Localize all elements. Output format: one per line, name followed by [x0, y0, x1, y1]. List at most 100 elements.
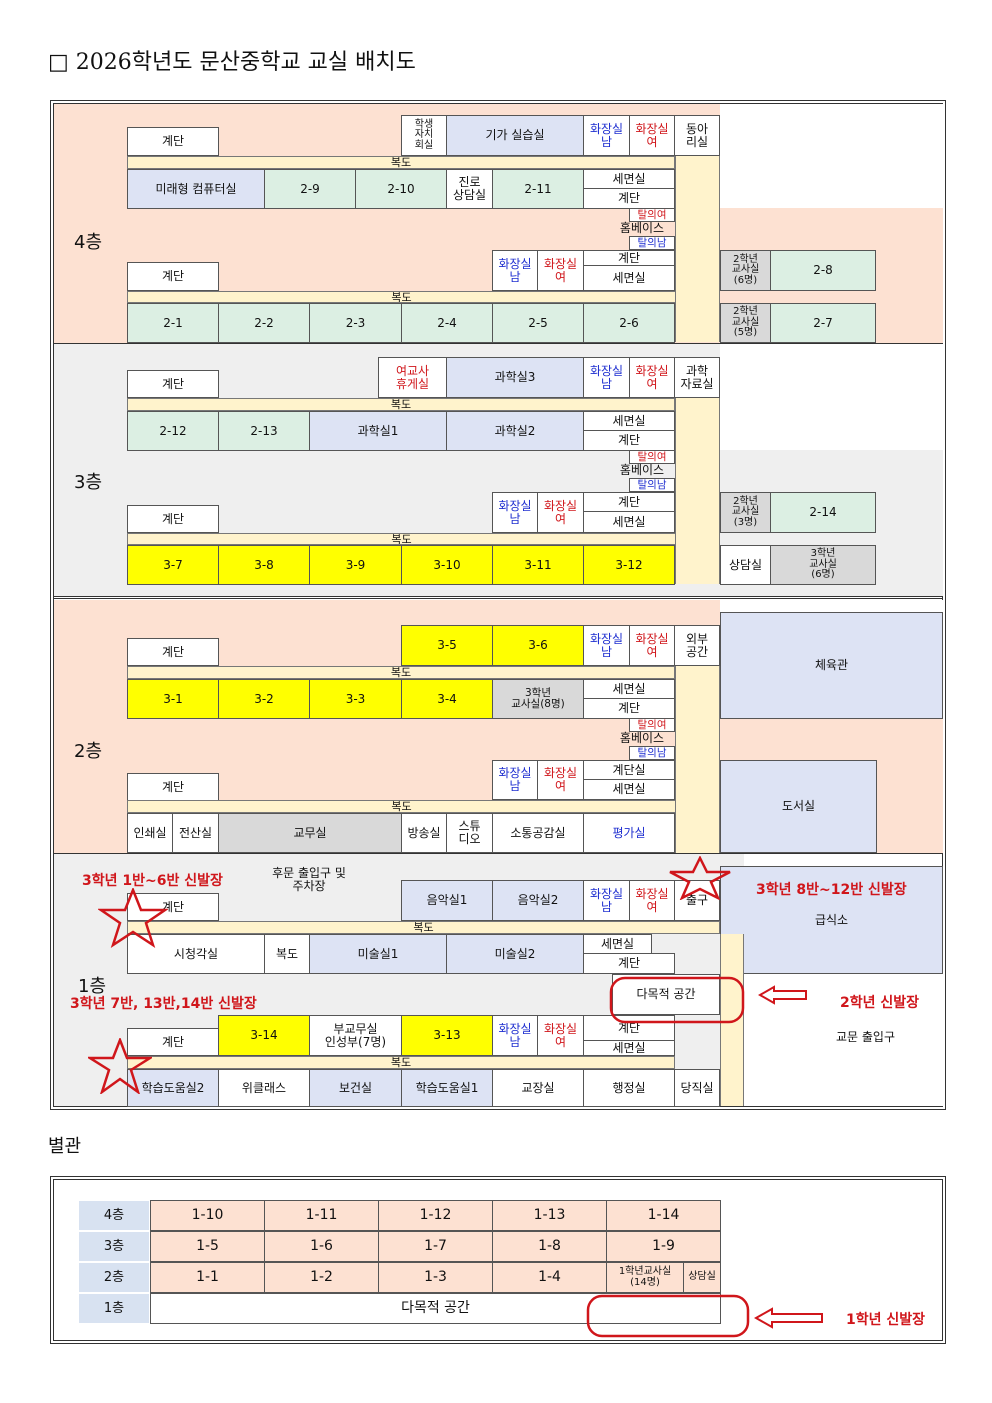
room-3-6[interactable]: 3-6: [492, 625, 584, 666]
annex-room[interactable]: 1-5: [150, 1231, 265, 1262]
room-wash: 세면실: [583, 411, 675, 431]
room-2-12[interactable]: 2-12: [127, 411, 219, 451]
room-wash: 세면실: [583, 511, 675, 533]
room-commons: 소통공감실: [492, 813, 584, 853]
room-3-14[interactable]: 3-14: [218, 1015, 310, 1056]
annex-room[interactable]: 1-6: [264, 1231, 379, 1262]
room-wee: 위클래스: [218, 1069, 310, 1107]
annex-room[interactable]: 1-10: [150, 1200, 265, 1231]
annex-floor-label: 4층: [78, 1200, 150, 1231]
room-3-12[interactable]: 3-12: [583, 545, 675, 585]
room-sci-data: 과학 자료실: [674, 357, 720, 398]
room-3-4[interactable]: 3-4: [401, 679, 493, 719]
room-2-14[interactable]: 2-14: [770, 492, 876, 533]
annex-room[interactable]: 1-3: [378, 1262, 493, 1293]
room-t3-8: 3학년 교사실(8명): [492, 679, 584, 719]
room-2-9[interactable]: 2-9: [264, 169, 356, 209]
annex-title: 별관: [48, 1136, 82, 1157]
room-wc-female: 화장실 여: [537, 1015, 584, 1056]
room-student-council: 학생 자치 회실: [401, 115, 447, 156]
annex-room[interactable]: 1-11: [264, 1200, 379, 1231]
main-gate-label: 교문 출입구: [836, 1030, 896, 1044]
annex-floor-label: 3층: [78, 1231, 150, 1262]
annex-room[interactable]: 1-7: [378, 1231, 493, 1262]
room-2-8[interactable]: 2-8: [770, 250, 876, 291]
annex-room[interactable]: 1-4: [492, 1262, 607, 1293]
room-admin: 행정실: [583, 1069, 675, 1107]
room-3-5[interactable]: 3-5: [401, 625, 493, 666]
room-wc-male: 화장실 남: [492, 492, 538, 533]
room-multi: 다목적 공간: [612, 974, 720, 1015]
room-3-8[interactable]: 3-8: [218, 545, 310, 585]
annex-frame: [50, 1176, 946, 1344]
corridor-vertical: [675, 156, 720, 342]
corridor: 복도: [127, 666, 675, 679]
room-2-11[interactable]: 2-11: [492, 169, 584, 209]
annex-room[interactable]: 1-12: [378, 1200, 493, 1231]
room-wc-male: 화장실 남: [492, 250, 538, 291]
room-t2-3: 2학년 교사실 (3명): [720, 492, 771, 533]
room-vice: 부교무실 인성부(7명): [309, 1015, 402, 1056]
room-office: 교무실: [218, 813, 402, 853]
room-3-1[interactable]: 3-1: [127, 679, 219, 719]
room-2-3[interactable]: 2-3: [309, 303, 402, 343]
room-t2-6: 2학년 교사실 (6명): [720, 250, 771, 291]
room-wc-female: 화장실 여: [629, 625, 675, 666]
right-white-block: [720, 104, 943, 208]
annex-room[interactable]: 1-14: [606, 1200, 721, 1231]
room-print: 인쇄실: [127, 813, 173, 853]
annex-room[interactable]: 1-13: [492, 1200, 607, 1231]
annex-multi: 다목적 공간: [150, 1293, 721, 1324]
room-3-13[interactable]: 3-13: [401, 1015, 493, 1056]
annex-room[interactable]: 1-2: [264, 1262, 379, 1293]
homebase-label: 홈베이스: [619, 731, 665, 745]
room-2-6[interactable]: 2-6: [583, 303, 675, 343]
room-av: 시청각실: [127, 934, 265, 974]
annex-room[interactable]: 1-8: [492, 1231, 607, 1262]
room-2-2[interactable]: 2-2: [218, 303, 310, 343]
room-3-10[interactable]: 3-10: [401, 545, 493, 585]
room-stair: 계단: [127, 505, 219, 533]
floor-label-4: 4층: [74, 232, 103, 253]
room-eval: 평가실: [583, 813, 675, 853]
room-3-2[interactable]: 3-2: [218, 679, 310, 719]
room-2-4[interactable]: 2-4: [401, 303, 493, 343]
shoe-3-8-12-label: 3학년 8반~12반 신발장: [756, 882, 907, 898]
room-3-11[interactable]: 3-11: [492, 545, 584, 585]
annex-floor-label: 2층: [78, 1262, 150, 1293]
room-stair: 계단: [127, 127, 219, 156]
room-broadcast: 방송실: [401, 813, 447, 853]
room-2-1[interactable]: 2-1: [127, 303, 219, 343]
highlight-ellipse: [586, 1294, 750, 1338]
corridor: 복도: [127, 921, 720, 934]
room-3-9[interactable]: 3-9: [309, 545, 402, 585]
annex-room[interactable]: 1-9: [606, 1231, 721, 1262]
room-2-13[interactable]: 2-13: [218, 411, 310, 451]
room-change-female: 탈의여: [629, 208, 675, 222]
room-exit[interactable]: 출구: [674, 880, 720, 921]
room-3-7[interactable]: 3-7: [127, 545, 219, 585]
room-sci2: 과학실2: [446, 411, 584, 451]
room-2-5[interactable]: 2-5: [492, 303, 584, 343]
room-wash: 세면실: [583, 679, 675, 699]
room-stair-wc: 계단실: [583, 760, 675, 780]
corridor-vertical: [675, 398, 720, 584]
room-future: 미래형 컴퓨터실: [127, 169, 265, 209]
arrow-left-icon: [754, 1307, 823, 1329]
room-2-10[interactable]: 2-10: [355, 169, 447, 209]
star-icon: [669, 856, 731, 900]
annex-t1: 1학년교사실 (14명): [606, 1262, 684, 1293]
room-stair: 계단: [127, 773, 219, 801]
homebase-label: 홈베이스: [619, 463, 665, 477]
divider: [54, 853, 943, 854]
room-wc-male: 화장실 남: [583, 357, 630, 398]
room-counsel: 상담실: [720, 545, 771, 585]
room-female-lounge: 여교사 휴게실: [378, 357, 447, 398]
room-change-female: 탈의여: [629, 450, 675, 464]
room-2-7[interactable]: 2-7: [770, 303, 876, 343]
room-stair: 계단: [583, 188, 675, 209]
room-night: 당직실: [674, 1069, 720, 1107]
annex-inner: [53, 1179, 943, 1341]
annex-room[interactable]: 1-1: [150, 1262, 265, 1293]
room-3-3[interactable]: 3-3: [309, 679, 402, 719]
